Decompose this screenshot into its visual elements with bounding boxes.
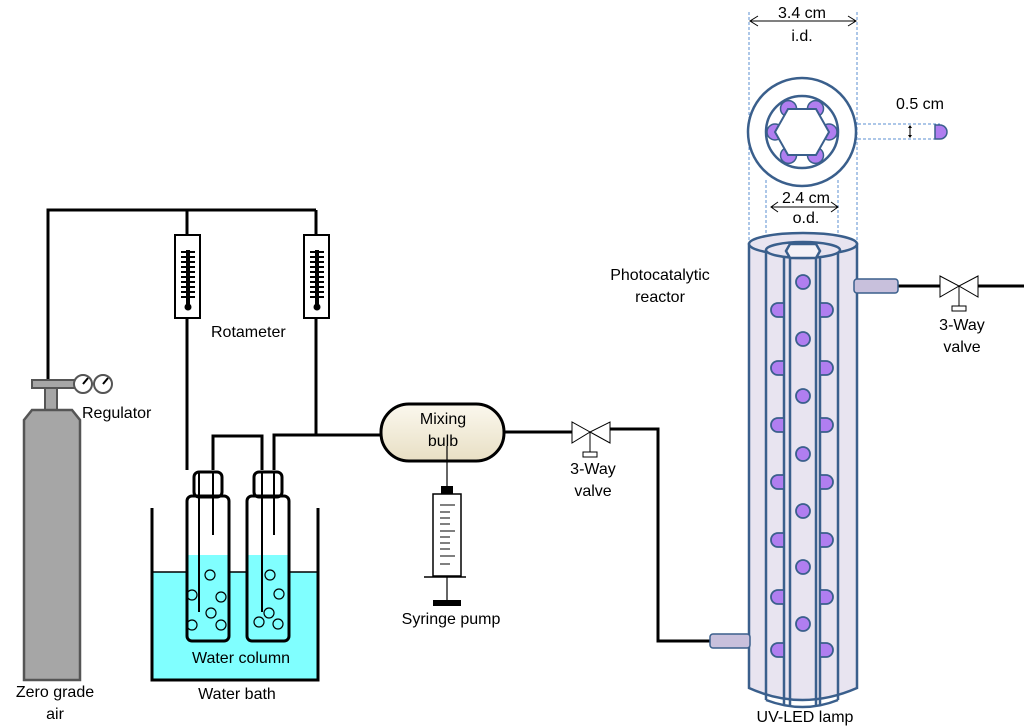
uv-led: [795, 388, 811, 404]
water-column-label: Water column: [192, 650, 290, 667]
syringe-pump-label: Syringe pump: [402, 611, 501, 628]
uv-led: [770, 417, 785, 433]
uv-led: [770, 474, 785, 490]
gas-lines: [46, 208, 1024, 643]
valve-right-label-line1: 3-Way: [939, 317, 985, 334]
reactor-label-line2: reactor: [635, 289, 685, 306]
uv-led: [795, 331, 811, 347]
gas-cylinder-label-line2: air: [46, 706, 64, 723]
dimension-arrows: [749, 15, 857, 213]
uv-led: [770, 532, 785, 548]
reactor-cross-section: [746, 12, 948, 250]
rotameter-label: Rotameter: [211, 324, 286, 341]
uv-led: [795, 503, 811, 519]
uv-led: [770, 589, 785, 605]
rotameter-right: [303, 234, 330, 319]
uv-led: [819, 474, 834, 490]
three-way-valve-left[interactable]: [571, 421, 611, 458]
uv-led: [795, 559, 811, 575]
reactor-inlet-port: [709, 633, 751, 649]
valve-left-label-line1: 3-Way: [570, 461, 616, 478]
uv-led: [819, 642, 834, 658]
bubbler-bottle-right: [245, 470, 291, 643]
uv-led: [770, 360, 785, 376]
reactor-leds: [770, 274, 834, 658]
reactor-outlet-port: [853, 278, 899, 294]
regulator-gauges: [73, 374, 113, 394]
uv-led: [795, 616, 811, 632]
uv-led: [819, 302, 834, 318]
led-size-label: 0.5 cm: [896, 96, 944, 113]
three-way-valve-right[interactable]: [939, 275, 979, 312]
uv-led: [819, 417, 834, 433]
uv-led: [819, 589, 834, 605]
uv-led: [795, 446, 811, 462]
water-bath-label: Water bath: [198, 686, 276, 703]
uv-led: [770, 302, 785, 318]
bubbler-bottle-left: [185, 470, 231, 643]
outer-diameter-value: 2.4 cm: [782, 190, 830, 207]
syringe-pump: [424, 446, 466, 606]
photocatalytic-reactor: [709, 231, 899, 709]
inner-diameter-label: i.d.: [791, 28, 812, 45]
valve-left-label-line2: valve: [574, 483, 611, 500]
outer-diameter-label: o.d.: [793, 210, 820, 227]
inner-diameter-value: 3.4 cm: [778, 5, 826, 22]
reactor-label-line1: Photocatalytic: [610, 267, 710, 284]
uv-led: [795, 274, 811, 290]
regulator-label: Regulator: [82, 405, 152, 422]
gas-cylinder-label-line1: Zero grade: [16, 684, 94, 701]
gas-cylinder: [22, 379, 82, 682]
valve-right-label-line2: valve: [943, 339, 980, 356]
mixing-bulb-label-line1: Mixing: [420, 411, 466, 428]
rotameter-left: [174, 234, 201, 319]
mixing-bulb-label-line2: bulb: [428, 433, 458, 450]
uv-led: [819, 360, 834, 376]
mixing-bulb: [379, 402, 506, 463]
uv-led: [819, 532, 834, 548]
uv-led-label: UV-LED lamp: [757, 709, 854, 726]
uv-led: [770, 642, 785, 658]
